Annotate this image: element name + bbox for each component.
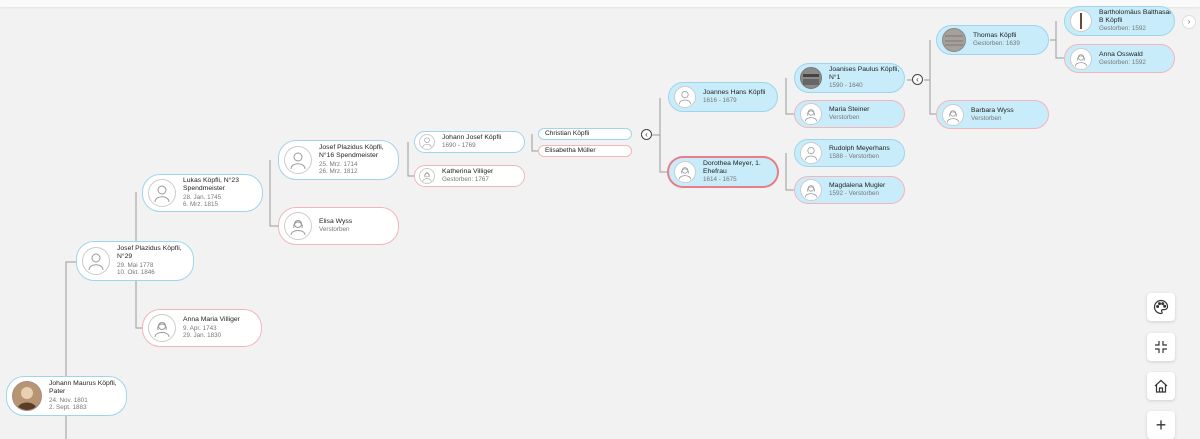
person-name: Josef Plazidus Köpfli, N°16 Spendmeister	[319, 144, 384, 160]
person-name: Elisa Wyss	[319, 218, 353, 226]
person-name: Thomas Köpfli	[973, 32, 1017, 40]
person-birth: 25. Mrz. 1714	[319, 160, 358, 168]
female-avatar-icon	[942, 103, 964, 126]
person-card-joanises-paulus[interactable]: Joanises Paulus Köpfli, N°1 1590 - 1640	[794, 63, 905, 93]
person-name: Joannes Hans Köpfli	[703, 89, 766, 97]
person-status: Gestorben: 1767	[442, 176, 489, 184]
person-card-josef-plazidus-16[interactable]: Josef Plazidus Köpfli, N°16 Spendmeister…	[278, 140, 399, 180]
person-dates: 1588 - Verstorben	[829, 153, 880, 161]
male-avatar-icon	[674, 86, 696, 108]
person-birth: 9. Apr. 1743	[183, 324, 217, 332]
person-name: Joanises Paulus Köpfli, N°1	[829, 66, 900, 82]
person-death: 6. Mrz. 1815	[183, 201, 218, 209]
person-name: Johann Josef Köpfli	[442, 134, 502, 142]
person-dates: 1690 - 1769	[442, 142, 476, 150]
person-dates: 1592 - Verstorben	[829, 190, 880, 198]
palette-icon	[1153, 299, 1169, 315]
top-bar	[0, 0, 1200, 7]
person-photo	[800, 67, 822, 89]
person-card-elisa-wyss[interactable]: Elisa Wyss Verstorben	[278, 207, 399, 245]
person-name: Josef Plazidus Köpfli, N°29	[117, 245, 182, 261]
female-avatar-icon	[800, 179, 822, 201]
shrink-icon	[1155, 341, 1167, 353]
person-photo	[942, 28, 966, 52]
person-name: Katherina Villiger	[442, 168, 494, 176]
person-name: Anna Maria Villiger	[183, 316, 240, 324]
male-avatar-icon	[82, 247, 110, 275]
person-status: Verstorben	[971, 114, 1002, 122]
plus-icon: +	[1155, 415, 1167, 435]
male-avatar-icon	[800, 142, 822, 164]
person-name: Lukas Köpfli, N°23 Spendmeister	[183, 177, 239, 193]
fit-screen-button[interactable]	[1147, 333, 1175, 361]
collapse-button[interactable]: ‹	[641, 129, 652, 140]
person-photo	[1070, 10, 1092, 32]
person-death: 26. Mrz. 1812	[319, 168, 358, 176]
person-card-thomas-kopfli[interactable]: Thomas Köpfli Gestorben: 1639	[936, 25, 1049, 55]
person-photo	[12, 381, 42, 411]
person-card-anna-maria-villiger[interactable]: Anna Maria Villiger 9. Apr. 1743 29. Jan…	[142, 309, 262, 347]
person-card-bartholomaus[interactable]: Bartholomäus Balthasar B Köpfli Gestorbe…	[1064, 6, 1175, 36]
person-card-katherina-villiger[interactable]: Katherina Villiger Gestorben: 1767	[414, 165, 525, 187]
person-card-joannes-hans[interactable]: Joannes Hans Köpfli 1616 - 1679	[668, 82, 778, 112]
person-birth: 24. Nov. 1801	[49, 396, 88, 404]
person-card-maria-steiner[interactable]: Maria Steiner Verstorben	[794, 100, 905, 128]
zoom-in-button[interactable]: +	[1147, 411, 1175, 439]
person-status: Verstorben	[319, 226, 350, 234]
person-card-elisabetha-muller[interactable]: Elisabetha Müller	[538, 145, 632, 157]
person-name: Dorothea Meyer, 1. Ehefrau	[703, 160, 761, 176]
person-name: Bartholomäus Balthasar B Köpfli	[1099, 9, 1172, 25]
person-name: Johann Maurus Köpfli, Pater	[49, 380, 117, 396]
person-death: 2. Sept. 1883	[49, 404, 87, 412]
person-death: 29. Jan. 1830	[183, 332, 222, 340]
person-name: Barbara Wyss	[971, 106, 1014, 114]
person-name: Anna Osswald	[1099, 50, 1143, 58]
collapse-button[interactable]: ‹	[912, 74, 923, 85]
person-birth: 28. Jan. 1745	[183, 193, 222, 201]
person-dates: 1616 - 1679	[703, 97, 737, 105]
person-card-barbara-wyss[interactable]: Barbara Wyss Verstorben	[936, 100, 1049, 129]
male-avatar-icon	[419, 134, 435, 150]
palette-button[interactable]	[1147, 293, 1175, 321]
person-birth: 29. Mai 1778	[117, 261, 154, 269]
person-dates: 1590 - 1640	[829, 82, 863, 90]
female-avatar-icon	[148, 314, 176, 342]
person-status: Verstorben	[829, 114, 860, 122]
person-status: Gestorben: 1592	[1099, 58, 1146, 66]
person-card-dorothea-meyer[interactable]: Dorothea Meyer, 1. Ehefrau 1614 - 1675	[668, 157, 778, 187]
person-name: Rudolph Meyerhans	[829, 145, 890, 153]
person-death: 10. Okt. 1846	[117, 269, 155, 277]
person-dates: 1614 - 1675	[703, 176, 737, 184]
expand-right-button[interactable]: ›	[1182, 15, 1196, 29]
person-card-josef-plazidus-29[interactable]: Josef Plazidus Köpfli, N°29 29. Mai 1778…	[76, 241, 194, 281]
person-status: Gestorben: 1639	[973, 40, 1020, 48]
person-card-lukas-kopfli[interactable]: Lukas Köpfli, N°23 Spendmeister 28. Jan.…	[142, 174, 263, 212]
female-avatar-icon	[284, 212, 312, 240]
person-card-anna-osswald[interactable]: Anna Osswald Gestorben: 1592	[1064, 44, 1175, 73]
person-name: Maria Steiner	[829, 106, 870, 114]
person-status: Gestorben: 1592	[1099, 25, 1146, 33]
female-avatar-icon	[800, 103, 822, 125]
home-icon	[1154, 379, 1168, 393]
home-button[interactable]	[1147, 372, 1175, 400]
male-avatar-icon	[284, 146, 312, 174]
female-avatar-icon	[419, 168, 435, 184]
female-avatar-icon	[674, 161, 696, 183]
person-card-magdalena-mugler[interactable]: Magdalena Mugler 1592 - Verstorben	[794, 176, 905, 204]
person-name: Magdalena Mugler	[829, 182, 886, 190]
person-card-rudolph-meyerhans[interactable]: Rudolph Meyerhans 1588 - Verstorben	[794, 139, 905, 167]
person-card-johann-josef[interactable]: Johann Josef Köpfli 1690 - 1769	[414, 131, 525, 153]
person-card-johann-maurus[interactable]: Johann Maurus Köpfli, Pater 24. Nov. 180…	[6, 376, 127, 416]
female-avatar-icon	[1070, 47, 1092, 70]
person-card-christian-kopfli[interactable]: Christian Köpfli	[538, 128, 632, 140]
male-avatar-icon	[148, 179, 176, 207]
